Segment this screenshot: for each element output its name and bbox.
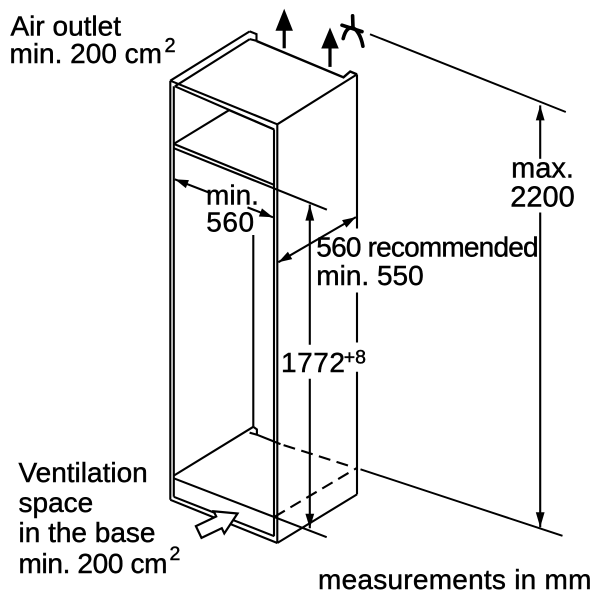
svg-text:max.: max. [511,153,574,185]
svg-text:2: 2 [165,35,176,57]
svg-text:Ventilation: Ventilation [19,457,148,488]
svg-text:560 recommended: 560 recommended [316,232,537,263]
svg-text:min. 550: min. 550 [316,260,423,291]
svg-text:space: space [19,487,94,518]
svg-text:measurements in mm: measurements in mm [318,564,592,595]
svg-text:2: 2 [170,543,181,565]
svg-text:min. 200 cm: min. 200 cm [19,548,168,579]
svg-text:2200: 2200 [510,181,575,213]
svg-text:+8: +8 [344,346,366,368]
svg-text:Air outlet: Air outlet [11,10,122,41]
svg-text:560: 560 [206,207,254,238]
svg-text:min. 200 cm: min. 200 cm [10,38,163,69]
svg-text:in the base: in the base [19,517,156,548]
svg-text:1772: 1772 [281,347,346,378]
